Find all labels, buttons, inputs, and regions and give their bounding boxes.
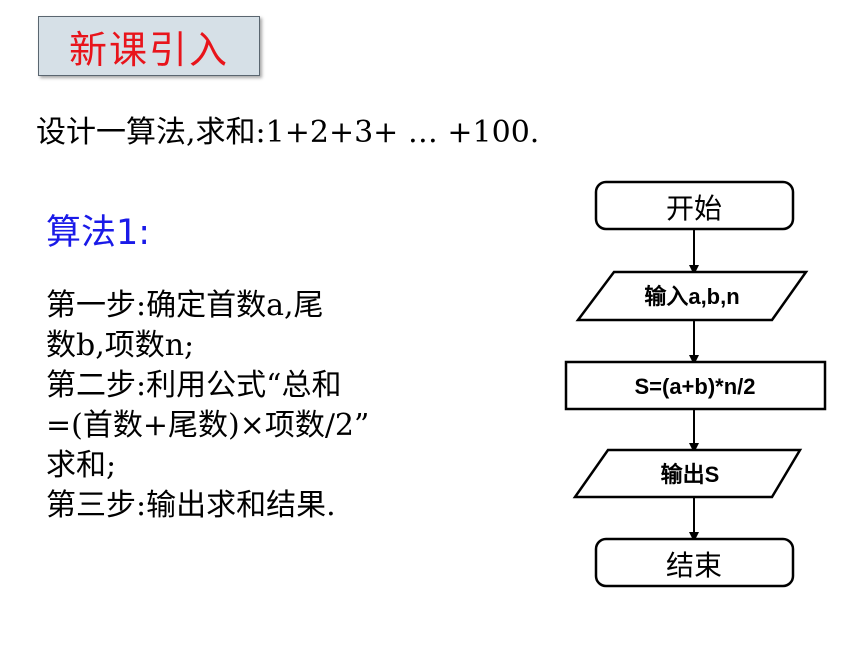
step-line: 第二步:利用公式“总和 <box>46 368 342 403</box>
flow-start-label: 开始 <box>666 193 722 224</box>
algorithm-steps: 第一步:确定首数a,尾 数b,项数n; 第二步:利用公式“总和 =(首数+尾数)… <box>46 286 476 526</box>
flow-process-shape <box>564 360 827 411</box>
flow-end-label: 结束 <box>666 550 722 581</box>
slide-title: 新课引入 <box>68 27 229 72</box>
algorithm-heading: 算法1: <box>46 213 151 253</box>
step-line: 求和; <box>46 448 117 483</box>
step-line: 数b,项数n; <box>46 328 195 363</box>
flow-process-label: S=(a+b)*n/2 <box>634 374 755 399</box>
flow-input-shape <box>575 270 809 322</box>
title-box: 新课引入 <box>38 16 260 76</box>
problem-statement: 设计一算法,求和:1+2+3+ … +100. <box>36 115 540 150</box>
step-line: 第一步:确定首数a,尾 <box>46 288 324 323</box>
flow-output-label: 输出S <box>661 462 720 487</box>
flow-output-shape <box>572 448 803 499</box>
step-line: 第三步:输出求和结果. <box>46 488 336 523</box>
flow-start-shape <box>594 180 795 231</box>
flow-input-label: 输入a,b,n <box>644 284 739 309</box>
flow-end-shape <box>594 537 795 588</box>
step-line: =(首数+尾数)×项数/2” <box>46 408 370 443</box>
